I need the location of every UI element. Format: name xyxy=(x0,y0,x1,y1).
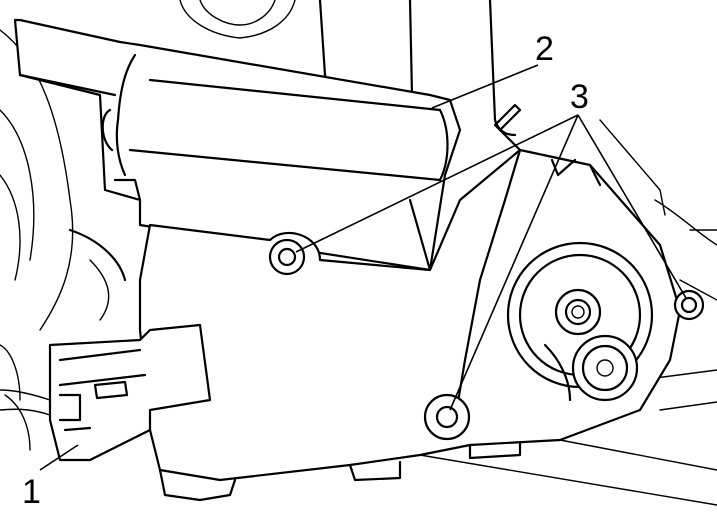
bolt-right-inner xyxy=(680,296,698,314)
bolt-right xyxy=(673,289,705,321)
electrical-connector xyxy=(0,323,212,462)
actuator-cover xyxy=(13,18,462,272)
callout-3: 3 xyxy=(570,78,589,116)
leader-2 xyxy=(431,64,539,109)
bolt-upper-left xyxy=(268,238,306,276)
callout-1: 1 xyxy=(22,473,41,511)
vacuum-fitting xyxy=(493,103,522,152)
leader-3c xyxy=(449,114,579,411)
bolt-upper-left-inner xyxy=(277,247,297,267)
leader-lines xyxy=(39,64,687,471)
bolt-lower xyxy=(423,393,471,441)
leader-3a xyxy=(295,114,579,253)
background-structure xyxy=(0,0,717,506)
mounting-bolts xyxy=(268,238,705,441)
leader-1 xyxy=(39,444,79,471)
bolt-lower-inner xyxy=(435,405,459,429)
callout-2: 2 xyxy=(535,30,554,68)
gear-assembly xyxy=(506,241,654,402)
leader-3b xyxy=(577,114,687,299)
